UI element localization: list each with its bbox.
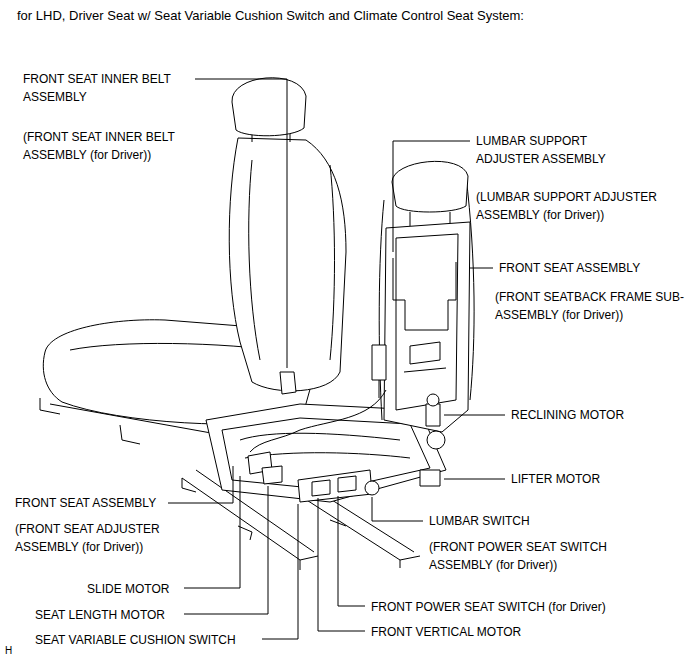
part-label: (LUMBAR SUPPORT ADJUSTER ASSEMBLY (for D… (475, 188, 682, 224)
part-label: (FRONT SEAT ADJUSTER ASSEMBLY (for Drive… (14, 520, 194, 556)
part-label: (FRONT POWER SEAT SWITCH ASSEMBLY (for D… (428, 538, 650, 574)
part-label: (FRONT SEATBACK FRAME SUB-ASSEMBLY (for … (494, 288, 686, 324)
part-label: SEAT LENGTH MOTOR (34, 606, 166, 624)
part-label: RECLINING MOTOR (510, 406, 625, 424)
diagram-title: for LHD, Driver Seat w/ Seat Variable Cu… (17, 8, 524, 24)
part-label: SLIDE MOTOR (86, 580, 170, 598)
seat-frame (182, 161, 474, 570)
part-label: SEAT VARIABLE CUSHION SWITCH (34, 631, 237, 649)
part-label: FRONT POWER SEAT SWITCH (for Driver) (370, 598, 607, 616)
part-label: LUMBAR SUPPORT ADJUSTER ASSEMBLY (475, 132, 652, 168)
part-label: FRONT SEAT INNER BELT ASSEMBLY (22, 70, 194, 106)
part-label: FRONT SEAT ASSEMBLY (14, 494, 157, 512)
part-label: FRONT SEAT ASSEMBLY (498, 259, 641, 277)
part-label: (FRONT SEAT INNER BELT ASSEMBLY (for Dri… (22, 128, 194, 164)
part-label: LIFTER MOTOR (510, 470, 601, 488)
part-label: FRONT VERTICAL MOTOR (370, 623, 522, 641)
figure-code: H (4, 645, 13, 657)
part-label: LUMBAR SWITCH (428, 512, 531, 530)
